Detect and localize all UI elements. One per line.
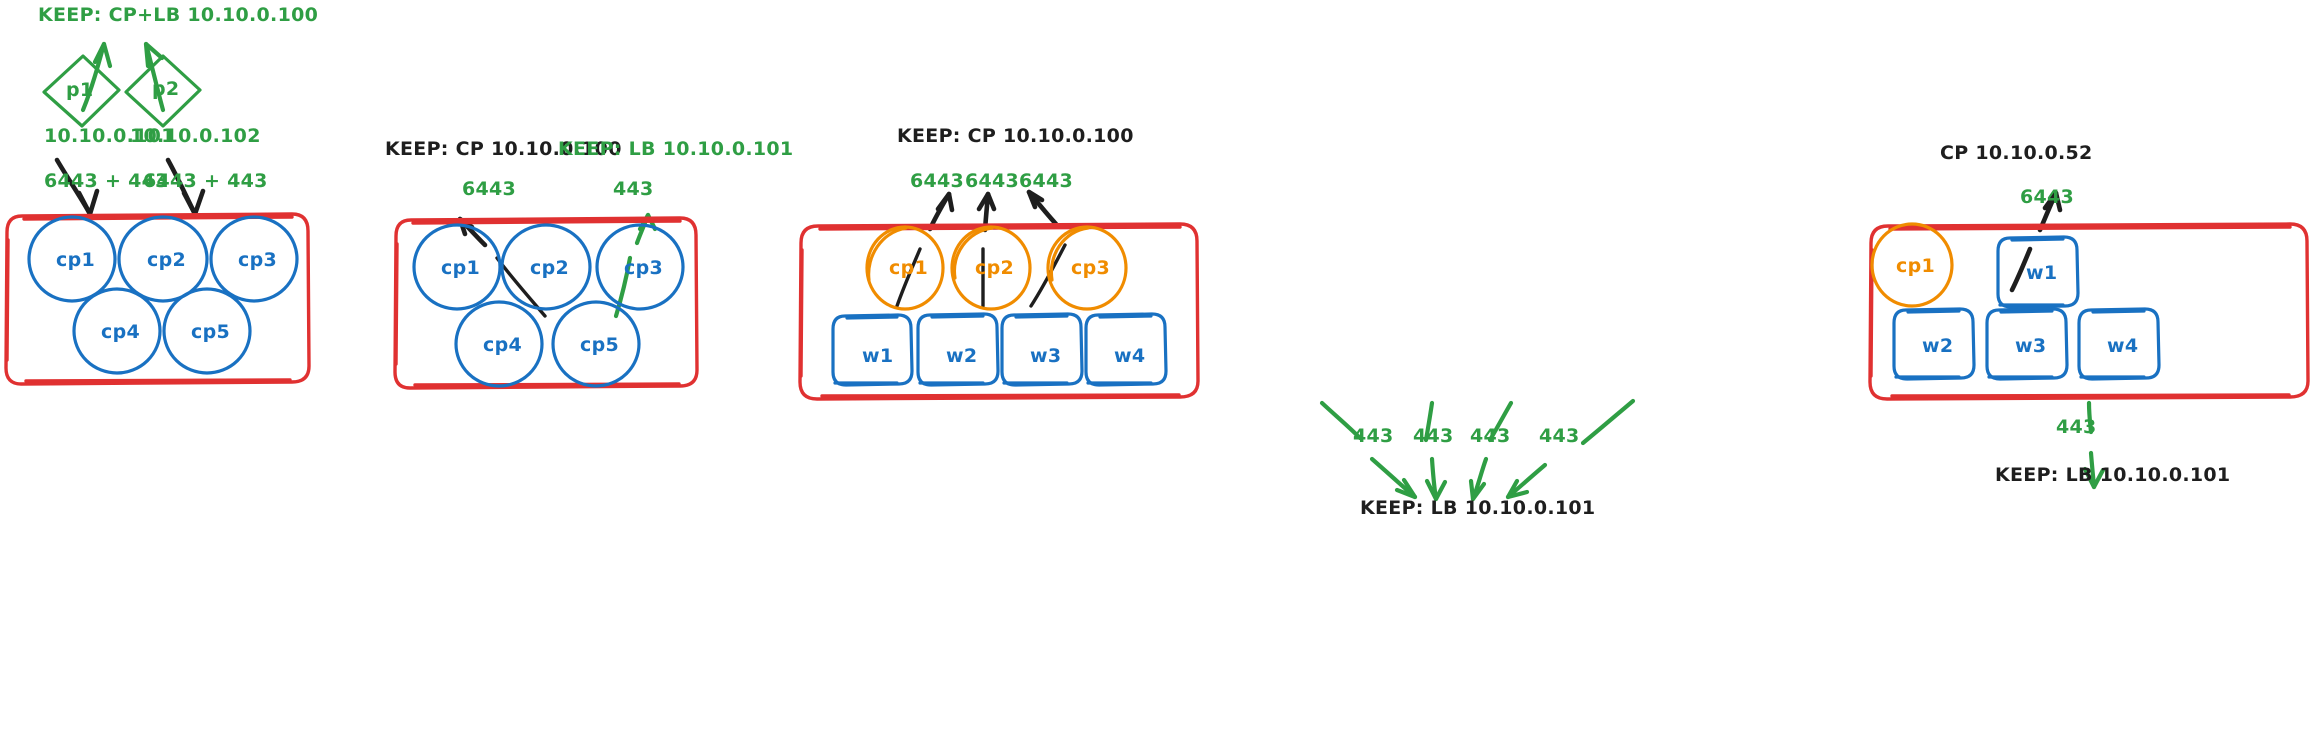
panel3-node-w2: w2 bbox=[946, 345, 978, 367]
panel1-router-p1-ip: 10.10.0.101 bbox=[44, 125, 175, 147]
panel3-node-cp2: cp2 bbox=[975, 257, 1014, 279]
panel4-cp-label: CP 10.10.0.52 bbox=[1940, 142, 2093, 164]
panel3-node-cp3: cp3 bbox=[1071, 257, 1110, 279]
panel1-node-cp5: cp5 bbox=[191, 321, 230, 343]
panel2-node-cp5: cp5 bbox=[580, 334, 619, 356]
panel3-top-port-3: 6443 bbox=[1019, 170, 1074, 192]
panel3-node-w1: w1 bbox=[862, 345, 894, 367]
panel2-node-cp1: cp1 bbox=[441, 257, 480, 279]
panel4-bottom-port: 443 bbox=[2056, 416, 2097, 438]
panel1-node-cp3: cp3 bbox=[238, 249, 277, 271]
panel3-top-port-1: 6443 bbox=[910, 170, 965, 192]
panel1-router-p2-ip: 10.10.0.102 bbox=[130, 125, 261, 147]
panel3-bottom-port-2: 443 bbox=[1413, 425, 1454, 447]
panel4-top-port: 6443 bbox=[2020, 186, 2075, 208]
panel1-vip-arrows bbox=[80, 41, 166, 113]
panel2-node-cp2: cp2 bbox=[530, 257, 569, 279]
panel4-node-w1: w1 bbox=[2026, 262, 2058, 284]
panel1-router-p1-label: p1 bbox=[66, 79, 94, 101]
panel3-bottom-port-3: 443 bbox=[1470, 425, 1511, 447]
panel1-ports-p1: 6443 + 443 bbox=[44, 170, 169, 192]
panel2-port-6443: 6443 bbox=[462, 178, 517, 200]
panel3-node-w4: w4 bbox=[1114, 345, 1146, 367]
panel3-node-cp1: cp1 bbox=[889, 257, 928, 279]
panel3-lb-vip-label: KEEP: LB 10.10.0.101 bbox=[1360, 497, 1596, 519]
panel1-node-cp2: cp2 bbox=[147, 249, 186, 271]
panel4-node-cp1: cp1 bbox=[1896, 255, 1935, 277]
panel3-node-w3: w3 bbox=[1030, 345, 1062, 367]
panel1-ports-p2: 6443 + 443 bbox=[143, 170, 268, 192]
panel1-node-cp4: cp4 bbox=[101, 321, 140, 343]
panel3-cp-vip-label: KEEP: CP 10.10.0.100 bbox=[897, 125, 1134, 147]
panel3-bottom-port-1: 443 bbox=[1353, 425, 1394, 447]
panel2-port-443: 443 bbox=[613, 178, 654, 200]
panel1-node-cp1: cp1 bbox=[56, 249, 95, 271]
panel2-cp-vip-label: KEEP: CP 10.10.0.100 bbox=[385, 138, 622, 160]
panel2-lb-vip-label: KEEP: LB 10.10.0.101 bbox=[558, 138, 794, 160]
panel4-node-w3: w3 bbox=[2015, 335, 2047, 357]
panel2-node-cp4: cp4 bbox=[483, 334, 522, 356]
panel3-top-arrows bbox=[895, 189, 1067, 308]
panel3-bottom-port-4: 443 bbox=[1539, 425, 1580, 447]
panel2-node-cp3: cp3 bbox=[624, 257, 663, 279]
panel1-router-p2-label: p2 bbox=[152, 78, 180, 100]
panel4-lb-vip-label: KEEP: LB 10.10.0.101 bbox=[1995, 464, 2231, 486]
panel3-bottom-arrows bbox=[1319, 398, 1636, 502]
panel3-top-port-2: 6443 bbox=[965, 170, 1020, 192]
panel4-node-w4: w4 bbox=[2107, 335, 2139, 357]
panel4-node-w2: w2 bbox=[1922, 335, 1954, 357]
panel1-vip-label: KEEP: CP+LB 10.10.0.100 bbox=[38, 4, 319, 26]
